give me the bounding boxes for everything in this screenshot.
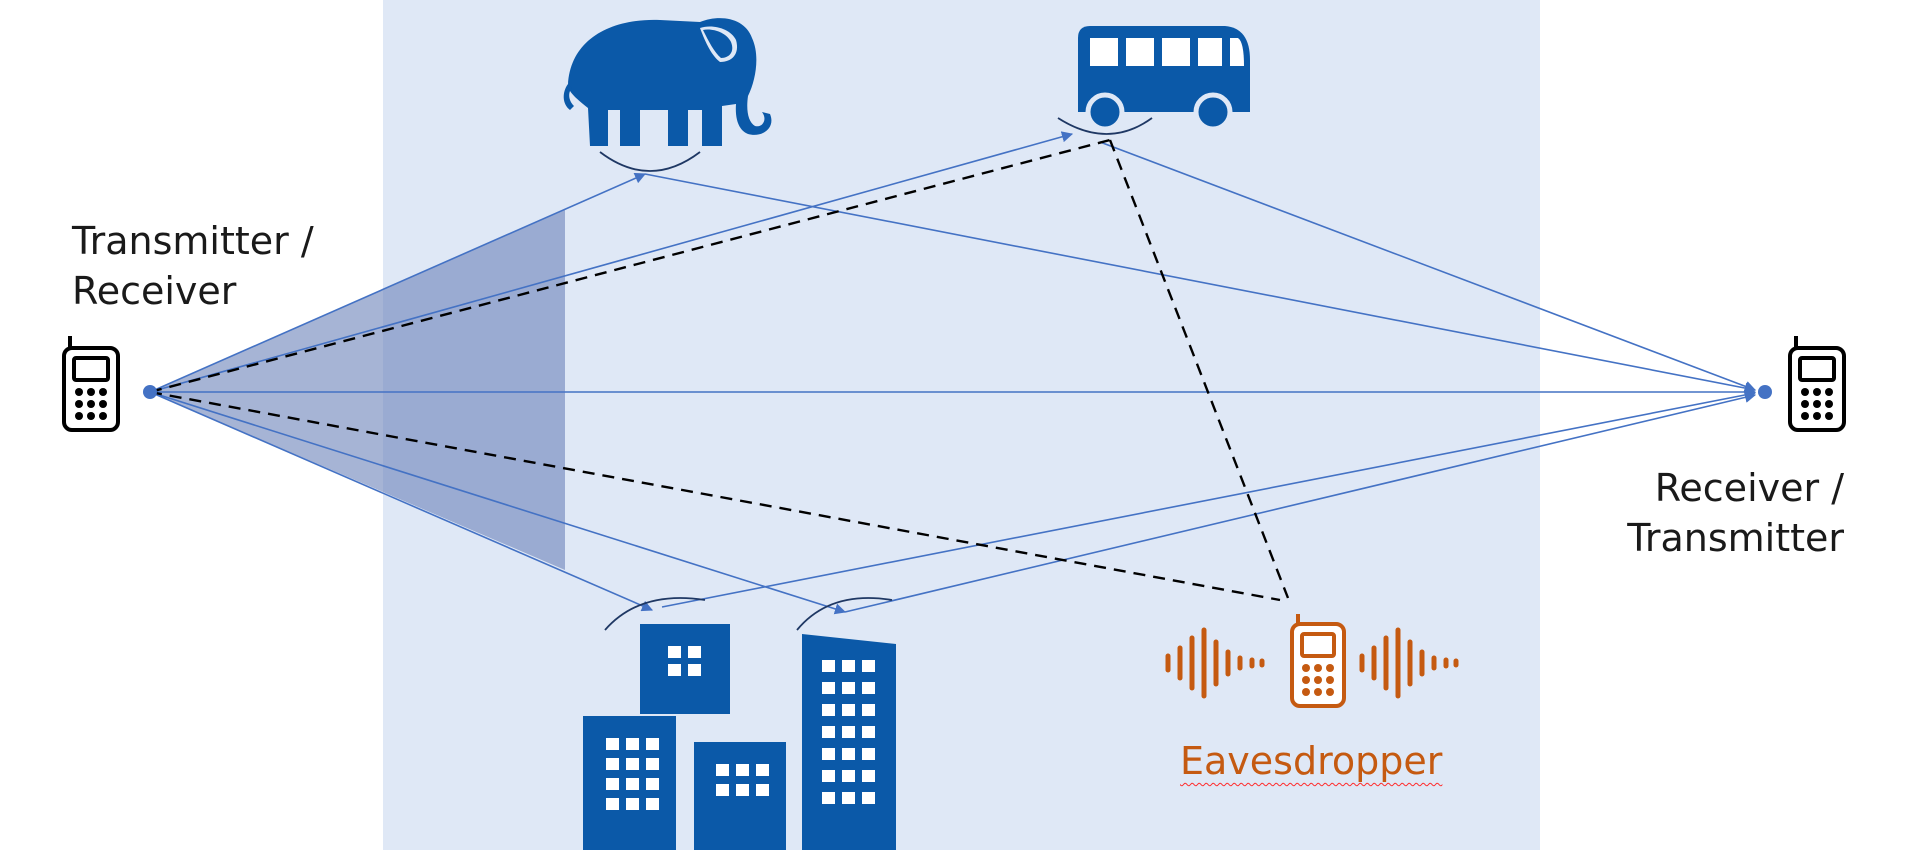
scattering-region: [383, 0, 1540, 850]
bus-icon: [1078, 26, 1250, 132]
sound-wave-right-icon: [1359, 627, 1459, 699]
receiver-label-line2: Transmitter: [1627, 516, 1844, 560]
path-tx-building2: [149, 391, 847, 615]
path-tx-elephant: [149, 172, 647, 393]
signal-paths: [149, 131, 1757, 615]
tx-point: [143, 385, 157, 399]
elephant-icon: [563, 18, 772, 147]
path-bus-rx: [1099, 141, 1757, 392]
path-tx-bus: [149, 131, 1074, 393]
transmitter-phone-icon: [62, 336, 120, 432]
buildings-icon: [583, 624, 896, 850]
eavesdrop-paths: [149, 138, 1290, 602]
transmitter-label-line2: Receiver: [72, 269, 237, 313]
path-tx-building1: [149, 391, 654, 612]
rx-point: [1758, 385, 1772, 399]
transmitter-label-line1: Transmitter /: [72, 219, 314, 263]
eavesdropper-phone-icon: [1290, 614, 1346, 708]
beam-lobe: [150, 210, 565, 570]
receiver-label: Receiver / Transmitter: [1627, 463, 1844, 563]
scatter-arcs: [599, 117, 1153, 631]
path-building2-rx: [844, 391, 1757, 613]
eavesdropper-label: Eavesdropper: [1180, 739, 1443, 783]
path-elephant-rx: [644, 173, 1757, 394]
path-building1-rx: [661, 389, 1757, 608]
sound-wave-left-icon: [1165, 627, 1265, 699]
receiver-label-line1: Receiver /: [1654, 466, 1844, 510]
receiver-phone-icon: [1788, 336, 1846, 432]
transmitter-label: Transmitter / Receiver: [72, 216, 314, 316]
